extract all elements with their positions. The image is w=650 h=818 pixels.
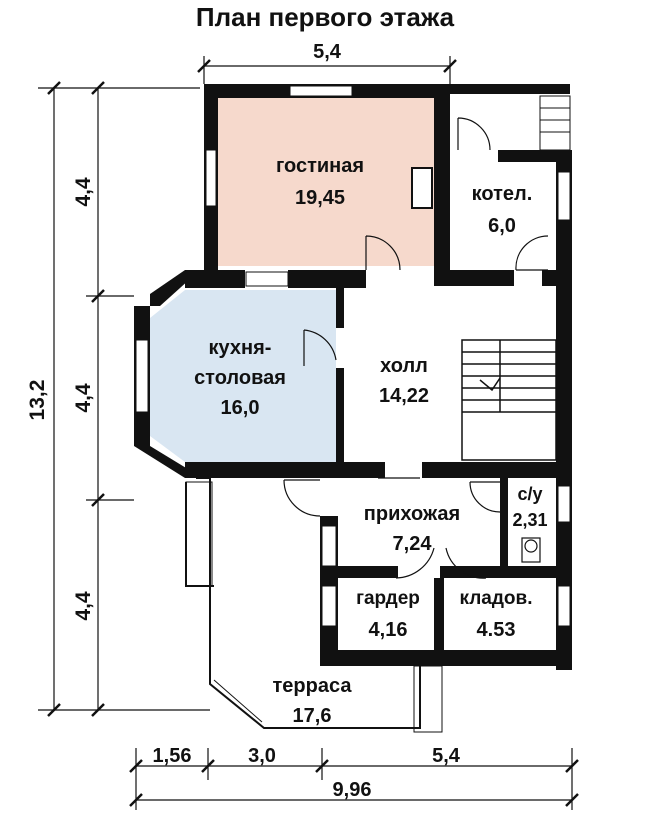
boiler-room-name: котел. bbox=[472, 183, 533, 205]
kitchen-name-line1: кухня- bbox=[209, 337, 272, 359]
kitchen-name-line2: столовая bbox=[194, 367, 286, 389]
wc-area: 2,31 bbox=[512, 510, 547, 530]
top-right-porch bbox=[539, 95, 571, 151]
living-room-area: 19,45 bbox=[295, 187, 345, 209]
wardrobe-name: гардер bbox=[356, 588, 420, 609]
living-room-fill bbox=[218, 98, 434, 266]
door-swings bbox=[283, 117, 549, 579]
dim-bottom-total: 9,96 bbox=[333, 779, 372, 801]
dim-bottom-seg-2: 3,0 bbox=[248, 745, 276, 767]
hall-name: холл bbox=[380, 355, 428, 377]
dimension-lines bbox=[38, 56, 573, 810]
wardrobe-area: 4,16 bbox=[369, 619, 408, 641]
entry-area: 7,24 bbox=[393, 533, 433, 555]
dim-left-seg-3: 4,4 bbox=[72, 591, 95, 621]
kitchen-area: 16,0 bbox=[221, 397, 260, 419]
terrace-name: терраса bbox=[273, 675, 353, 697]
hall-area: 14,22 bbox=[379, 385, 429, 407]
dim-bottom-seg-3: 5,4 bbox=[432, 745, 461, 767]
dim-left-seg-2: 4,4 bbox=[72, 383, 95, 413]
entry-name: прихожая bbox=[364, 503, 460, 525]
storage-name: кладов. bbox=[459, 588, 532, 609]
plan-title: План первого этажа bbox=[195, 2, 455, 32]
dim-top-width: 5,4 bbox=[313, 41, 342, 63]
kitchen-fill bbox=[150, 290, 336, 462]
dim-bottom-seg-1: 1,56 bbox=[153, 745, 192, 767]
windows bbox=[135, 85, 571, 627]
toilet-icon bbox=[521, 537, 541, 563]
staircase bbox=[461, 339, 557, 461]
fireplace-icon bbox=[411, 167, 433, 209]
storage-area: 4.53 bbox=[477, 619, 516, 641]
dim-left-total: 13,2 bbox=[26, 380, 49, 421]
terrace-outline bbox=[185, 477, 443, 733]
dim-left-seg-1: 4,4 bbox=[72, 177, 95, 207]
boiler-room-area: 6,0 bbox=[488, 215, 516, 237]
dimension-ticks bbox=[47, 59, 579, 807]
wc-name: с/у bbox=[517, 484, 542, 504]
living-room-name: гостиная bbox=[276, 155, 364, 177]
terrace-area: 17,6 bbox=[293, 705, 332, 727]
